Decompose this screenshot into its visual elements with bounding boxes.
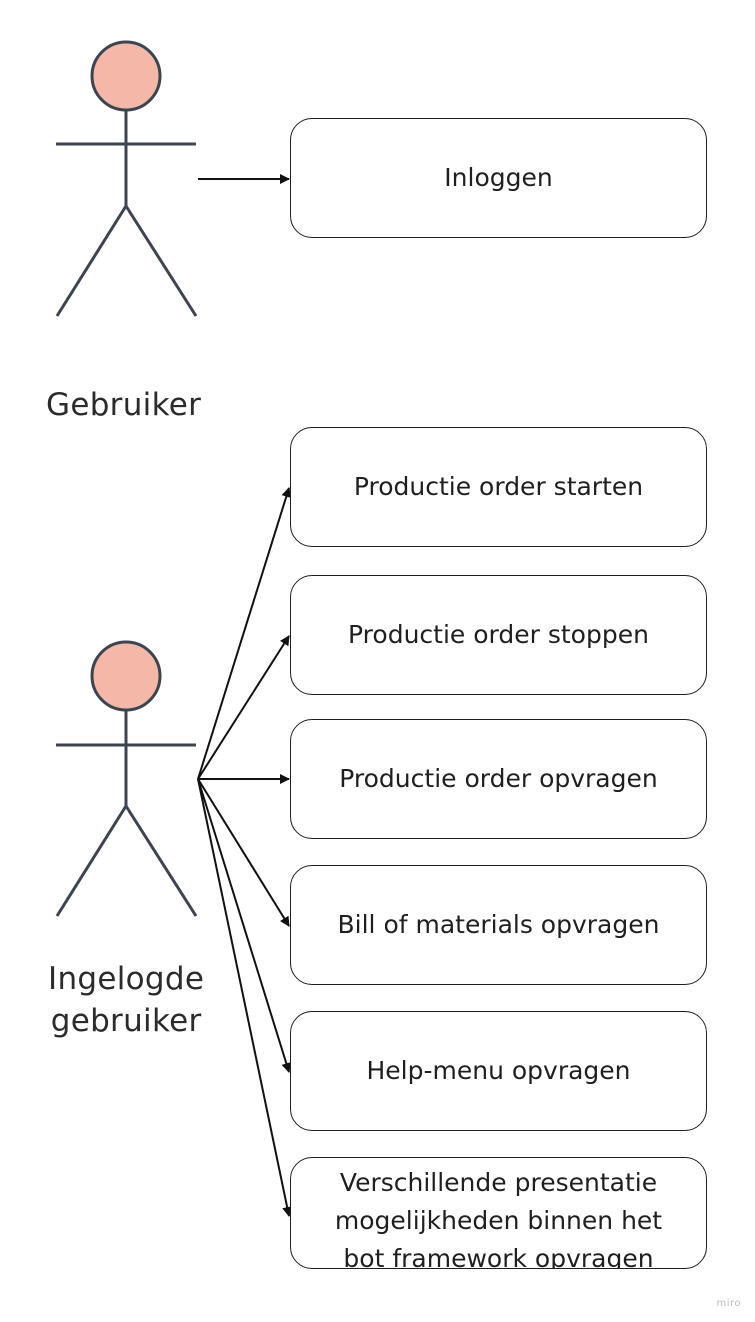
usecase-bom-label: Bill of materials opvragen <box>337 910 660 939</box>
usecase-presentatie-label: Verschillende presentatie mogelijkheden … <box>321 1162 676 1269</box>
actor-gebruiker-label: Gebruiker <box>46 387 202 423</box>
usecase-productie-order-stoppen[interactable]: Productie order stoppen <box>290 575 707 695</box>
actor-ingelogde-head <box>90 640 162 712</box>
usecase-presentatie-line2: mogelijkheden binnen het <box>334 1206 663 1235</box>
usecase-inloggen-label: Inloggen <box>444 163 553 192</box>
usecase-inloggen[interactable]: Inloggen <box>290 118 707 238</box>
arrow-to-presentatie[interactable] <box>197 778 293 1217</box>
actor-gebruiker[interactable] <box>55 40 198 317</box>
usecase-presentatie-line1: Verschillende presentatie <box>339 1168 658 1197</box>
usecase-opvragen-label: Productie order opvragen <box>339 764 658 793</box>
arrow-to-stoppen[interactable] <box>197 635 290 780</box>
usecase-stoppen-label: Productie order stoppen <box>348 620 649 649</box>
actor-gebruiker-head <box>90 40 162 112</box>
usecase-bill-of-materials-opvragen[interactable]: Bill of materials opvragen <box>290 865 707 985</box>
usecase-starten-label: Productie order starten <box>353 472 644 501</box>
usecase-productie-order-opvragen[interactable]: Productie order opvragen <box>290 719 707 839</box>
actor-gebruiker-right-leg <box>124 205 198 317</box>
actor-ingelogde-gebruiker[interactable] <box>55 640 198 917</box>
usecase-help-menu-opvragen[interactable]: Help-menu opvragen <box>290 1011 707 1131</box>
usecase-presentatie-line3: bot framework opvragen <box>343 1244 654 1269</box>
actor-ingelogde-left-leg <box>55 805 128 917</box>
actor-gebruiker-left-leg <box>55 205 128 317</box>
actor-ingelogde-right-leg <box>124 805 198 917</box>
actor-ingelogde-label-line1: Ingelogde <box>48 961 205 997</box>
usecase-help-label: Help-menu opvragen <box>366 1056 631 1085</box>
actor-ingelogde-label-line2: gebruiker <box>50 1003 202 1039</box>
arrow-to-bom[interactable] <box>197 778 290 927</box>
usecase-productie-order-starten[interactable]: Productie order starten <box>290 427 707 547</box>
miro-watermark: miro <box>716 1298 741 1309</box>
arrow-to-starten[interactable] <box>197 487 292 780</box>
usecase-presentatie-opvragen[interactable]: Verschillende presentatie mogelijkheden … <box>290 1157 707 1269</box>
actor-ingelogde-label: Ingelogde gebruiker <box>48 958 204 1042</box>
arrow-to-help[interactable] <box>197 778 292 1073</box>
